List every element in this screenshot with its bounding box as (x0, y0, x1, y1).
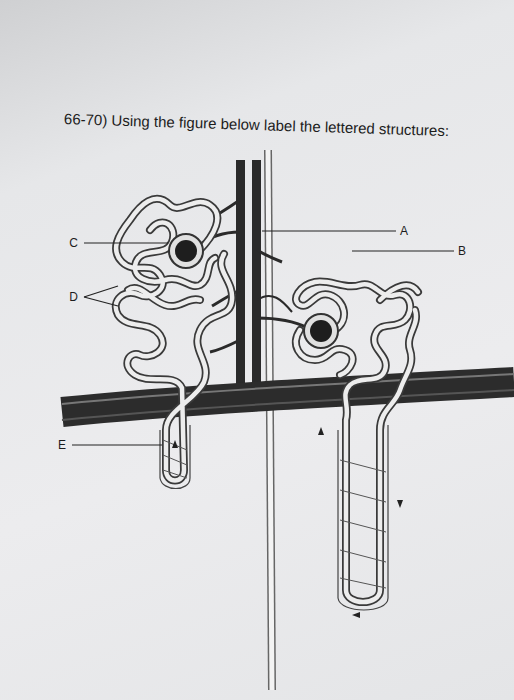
arcuate-vessel (62, 374, 514, 420)
right-nephron (296, 281, 418, 618)
leader-lines (72, 231, 454, 445)
blood-vessels (198, 160, 308, 410)
callout-letter: A (398, 224, 410, 238)
question-heading: 66-70) Using the figure below label the … (64, 110, 450, 139)
callout-letter: C (67, 236, 80, 250)
callout-letter: E (56, 438, 68, 452)
callout-letter: D (67, 290, 80, 304)
callout-letter: B (456, 244, 468, 258)
